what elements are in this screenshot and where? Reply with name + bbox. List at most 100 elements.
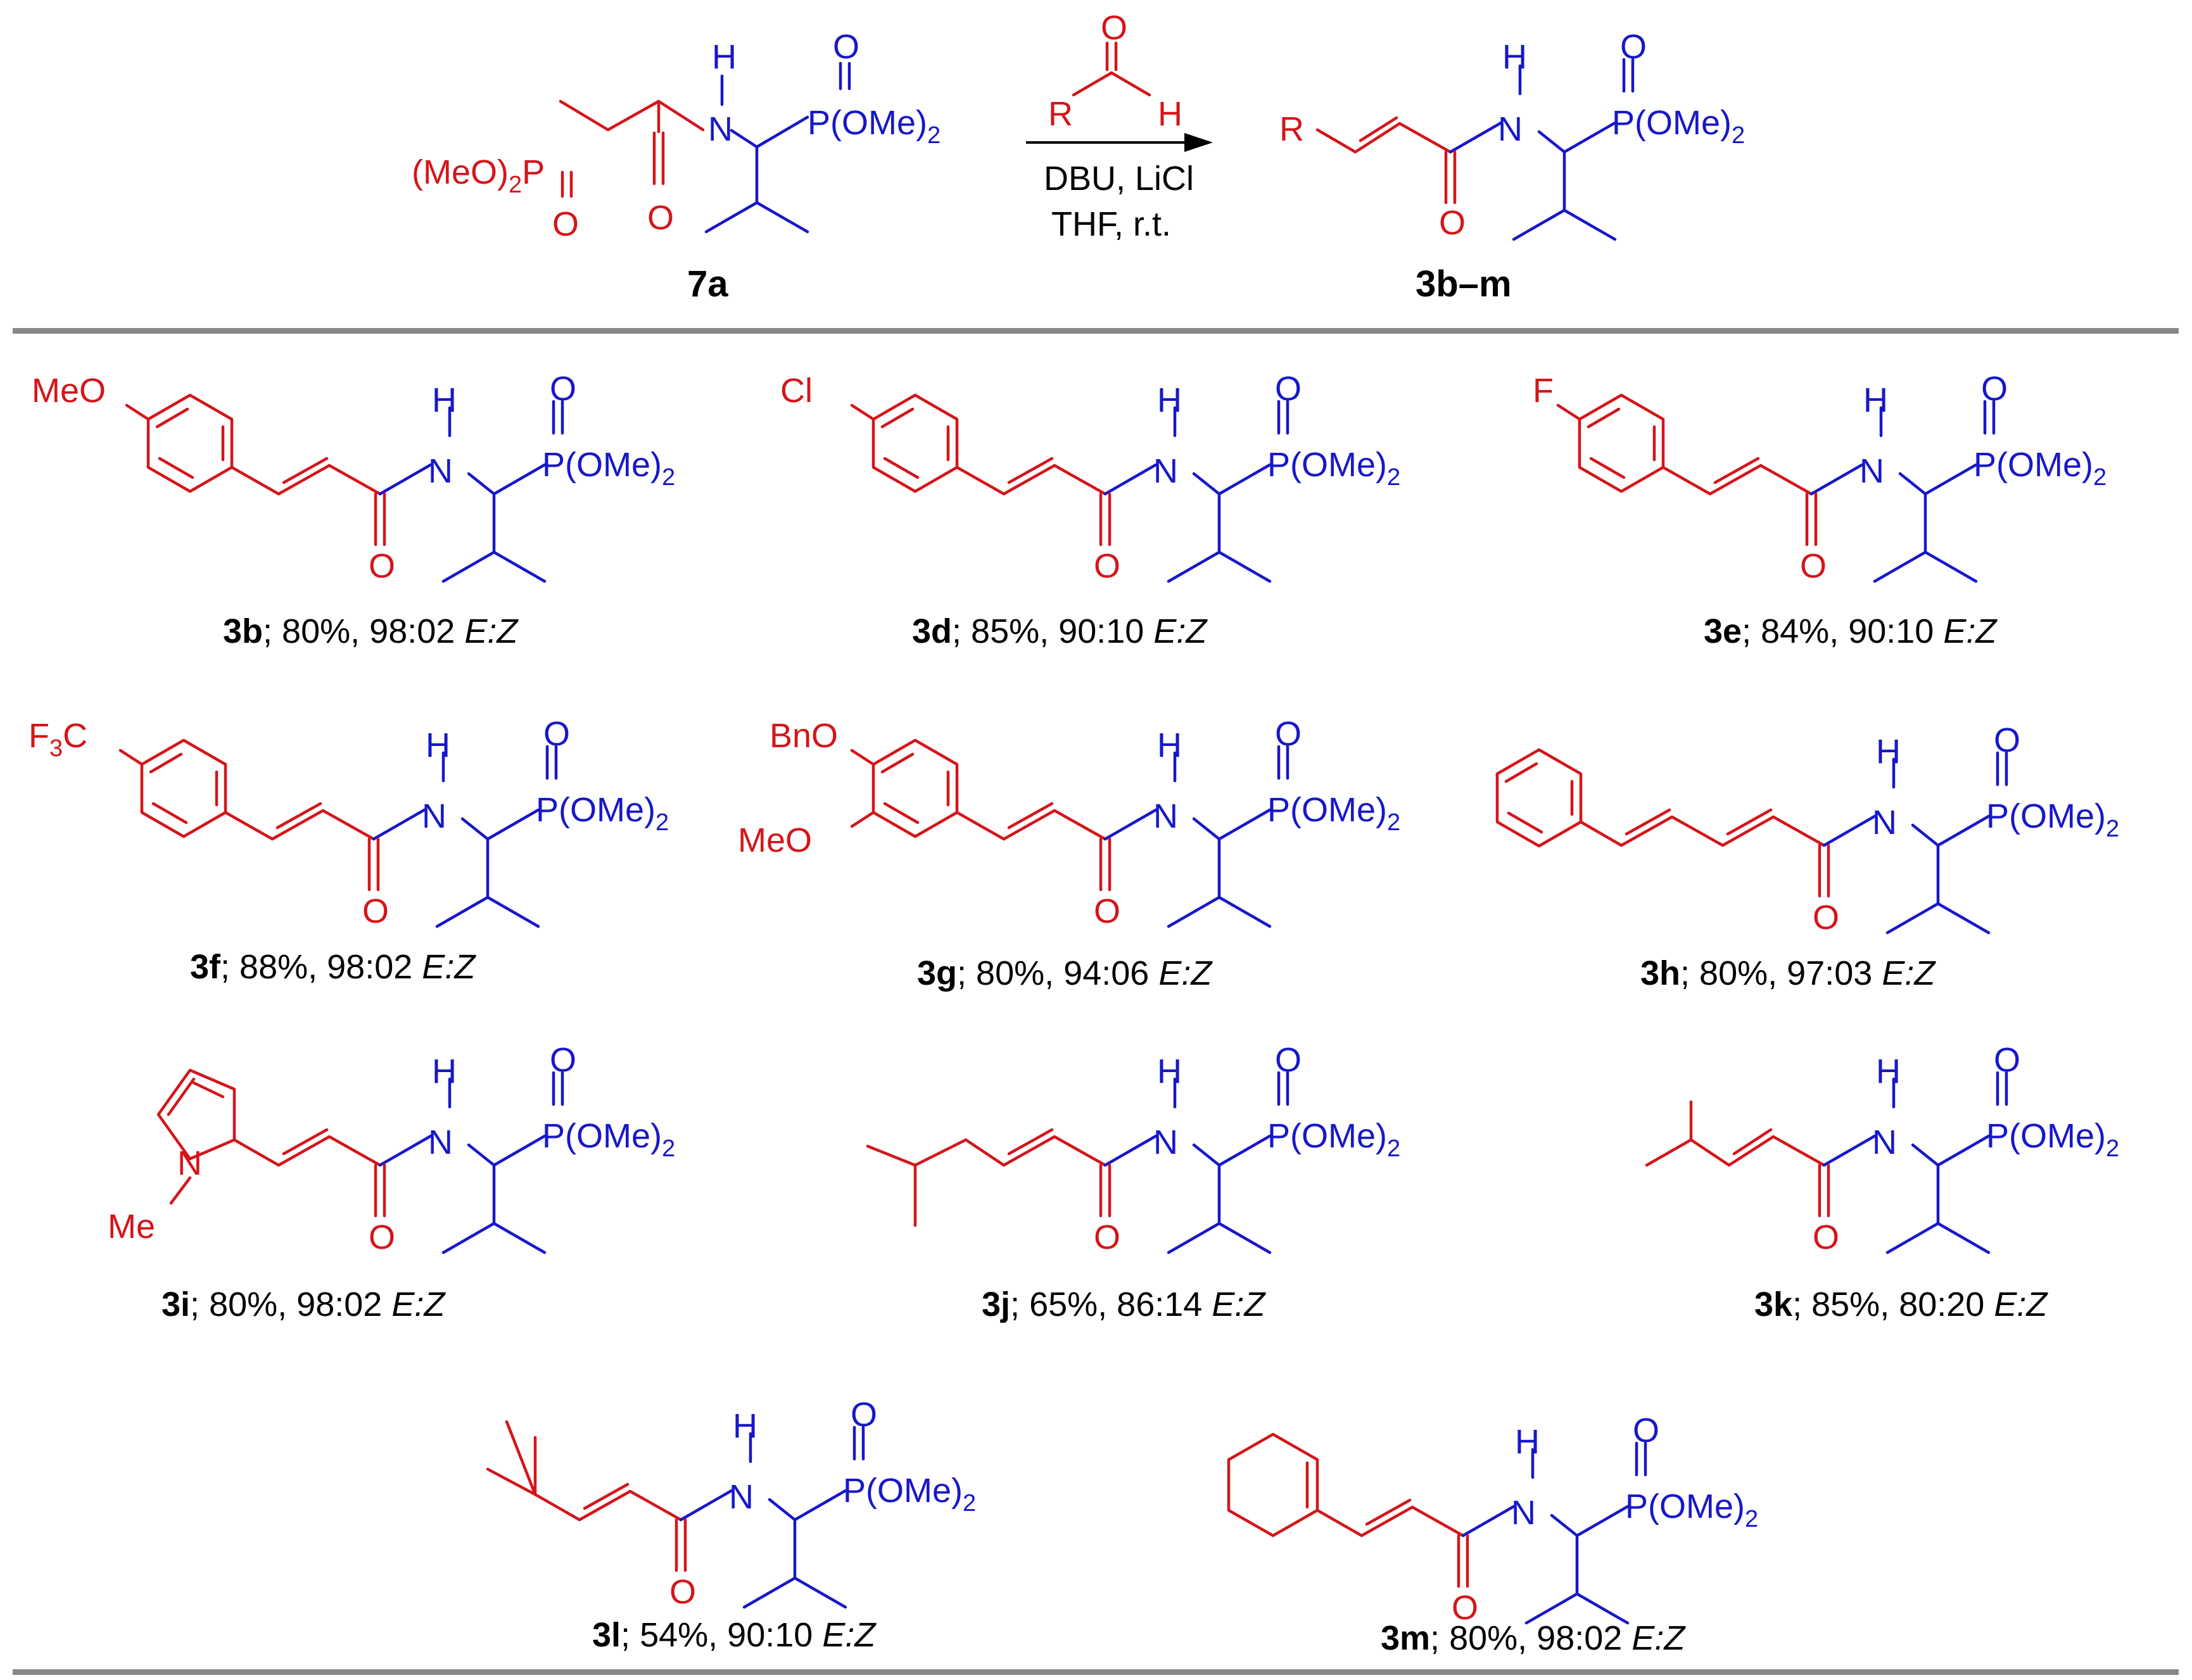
product-amide-oxygen: O	[1439, 204, 1466, 242]
compound-3j: O N H P(OMe)2 O 3j; 65%, 86:14 E:Z	[866, 1041, 1400, 1323]
h-atom: H	[1863, 381, 1888, 419]
compound-3d: Cl O N H P(OMe)2 O 3d; 85%, 90:10 E:Z	[780, 370, 1400, 650]
phosphonate: P(OMe)2	[542, 446, 675, 491]
phosphonate: P(OMe)2	[843, 1472, 976, 1517]
compound-3f: F3C O N H P(OMe)2 O 3f; 88%, 98:02 E:Z	[29, 715, 669, 986]
p-oxygen: O	[550, 370, 576, 408]
aldehyde-o: O	[1101, 9, 1127, 47]
amide-o: O	[369, 547, 395, 585]
phosphonate-label: P(OMe)2	[808, 104, 941, 149]
n-atom: N	[422, 797, 447, 835]
h-atom: H	[1157, 726, 1182, 764]
h-atom: H	[426, 726, 450, 764]
po-oxygen: O	[552, 205, 579, 243]
caption-3j: 3j; 65%, 86:14 E:Z	[982, 1285, 1266, 1323]
amide-o: O	[1800, 547, 1827, 585]
amide-o: O	[1813, 1218, 1839, 1256]
amide-o: O	[1094, 892, 1120, 930]
n-atom: N	[1153, 452, 1178, 490]
amide-o: O	[669, 1573, 696, 1611]
conditions-line-2: THF, r.t.	[1051, 205, 1171, 243]
caption-3g: 3g; 80%, 94:06 E:Z	[917, 954, 1213, 992]
substituent-3g-meo: MeO	[738, 821, 812, 859]
phosphonate: P(OMe)2	[1267, 1117, 1400, 1162]
pyrrole-n: N	[177, 1144, 202, 1182]
substituent-3f: F3C	[29, 717, 87, 762]
caption-3l: 3l; 54%, 90:10 E:Z	[592, 1616, 877, 1654]
substituent-3b: MeO	[32, 372, 106, 410]
h-atom: H	[1157, 1052, 1182, 1090]
h-atom: H	[1876, 733, 1901, 771]
p-oxygen: O	[1275, 715, 1302, 753]
caption-3i: 3i; 80%, 98:02 E:Z	[162, 1285, 446, 1323]
p-oxygen: O	[543, 715, 570, 753]
compound-3i: N Me O N H P(OMe)2 O 3i; 80%, 98:02 E:Z	[108, 1041, 675, 1323]
phosphonate-oxygen: O	[833, 28, 859, 66]
compound-3b: MeO O N H P(OMe)2 O 3b; 80%, 98:02 E:Z	[32, 370, 675, 650]
compound-id-7a: 7a	[687, 263, 728, 305]
n-atom: N	[1153, 1123, 1178, 1161]
product-h: H	[1502, 38, 1527, 76]
p-oxygen: O	[851, 1396, 877, 1434]
phosphonate: P(OMe)2	[1267, 791, 1400, 836]
compound-3l: O N H P(OMe)2 O 3l; 54%, 90:10 E:Z	[486, 1396, 976, 1654]
substituent-3d: Cl	[780, 372, 813, 410]
n-atom: N	[1872, 1123, 1897, 1161]
h-atom: H	[432, 1052, 457, 1090]
phosphonate: P(OMe)2	[542, 1117, 675, 1162]
caption-3e: 3e; 84%, 90:10 E:Z	[1704, 612, 1998, 650]
amide-o: O	[1452, 1589, 1478, 1627]
n-atom: N	[1859, 452, 1884, 490]
reaction-arrow: R O H DBU, LiCl THF, r.t.	[1026, 9, 1213, 243]
phosphonate: P(OMe)2	[1973, 446, 2106, 491]
h-atom: H	[1876, 1052, 1901, 1090]
reactant-7a: (MeO)2P O O N H P(OMe)2 O 7a	[412, 28, 941, 305]
compound-3m: O N H P(OMe)2 O 3m; 80%, 98:02 E:Z	[1227, 1412, 1758, 1657]
divider-top	[13, 328, 2179, 334]
amide-o: O	[369, 1218, 395, 1256]
p-oxygen: O	[1275, 1041, 1302, 1079]
caption-3h: 3h; 80%, 97:03 E:Z	[1640, 954, 1936, 992]
product-n: N	[1498, 110, 1523, 148]
caption-3d: 3d; 85%, 90:10 E:Z	[912, 612, 1208, 650]
h-atom: H	[1157, 381, 1182, 419]
n-atom: N	[428, 452, 453, 490]
conditions-line-1: DBU, LiCl	[1044, 160, 1194, 198]
phosphonate: P(OMe)2	[1986, 1117, 2119, 1162]
product-3b-m: R O N H P(OMe)2 O 3b–m	[1279, 28, 1745, 305]
amide-oxygen: O	[647, 199, 674, 237]
amide-o: O	[1094, 547, 1120, 585]
nh-nitrogen: N	[708, 110, 733, 148]
p-oxygen: O	[1633, 1412, 1659, 1449]
amide-o: O	[1094, 1218, 1120, 1256]
product-r: R	[1279, 110, 1304, 148]
h-atom: H	[432, 381, 457, 419]
p-oxygen: O	[1275, 370, 1302, 408]
aldehyde-r: R	[1048, 95, 1073, 133]
h-atom: H	[733, 1407, 757, 1445]
phosphonate: P(OMe)2	[1625, 1487, 1758, 1532]
product-phosphonate: P(OMe)2	[1612, 104, 1745, 149]
n-atom: N	[428, 1123, 453, 1161]
substituent-3e: F	[1533, 372, 1554, 410]
aldehyde-h: H	[1158, 95, 1182, 133]
compound-id-3b-m: 3b–m	[1416, 263, 1512, 305]
substituent-3g-bno: BnO	[770, 717, 838, 755]
meo2-label: (MeO)2P	[412, 153, 545, 198]
phosphonate: P(OMe)2	[1986, 797, 2119, 842]
n-atom: N	[729, 1478, 754, 1516]
n-atom: N	[1511, 1494, 1536, 1532]
compound-3k: O N H P(OMe)2 O 3k; 85%, 80:20 E:Z	[1645, 1041, 2119, 1323]
compound-3h: O N H P(OMe)2 O 3h; 80%, 97:03 E:Z	[1497, 721, 2119, 992]
p-oxygen: O	[1994, 1041, 2020, 1079]
phosphonate: P(OMe)2	[536, 791, 669, 836]
n-atom: N	[1153, 797, 1178, 835]
p-oxygen: O	[1981, 370, 2008, 408]
caption-3k: 3k; 85%, 80:20 E:Z	[1754, 1285, 2048, 1323]
amide-o: O	[1813, 899, 1839, 937]
n-atom: N	[1872, 804, 1897, 842]
n-methyl: Me	[108, 1208, 155, 1246]
h-atom: H	[1515, 1423, 1540, 1461]
product-phosphonate-oxygen: O	[1620, 28, 1647, 66]
